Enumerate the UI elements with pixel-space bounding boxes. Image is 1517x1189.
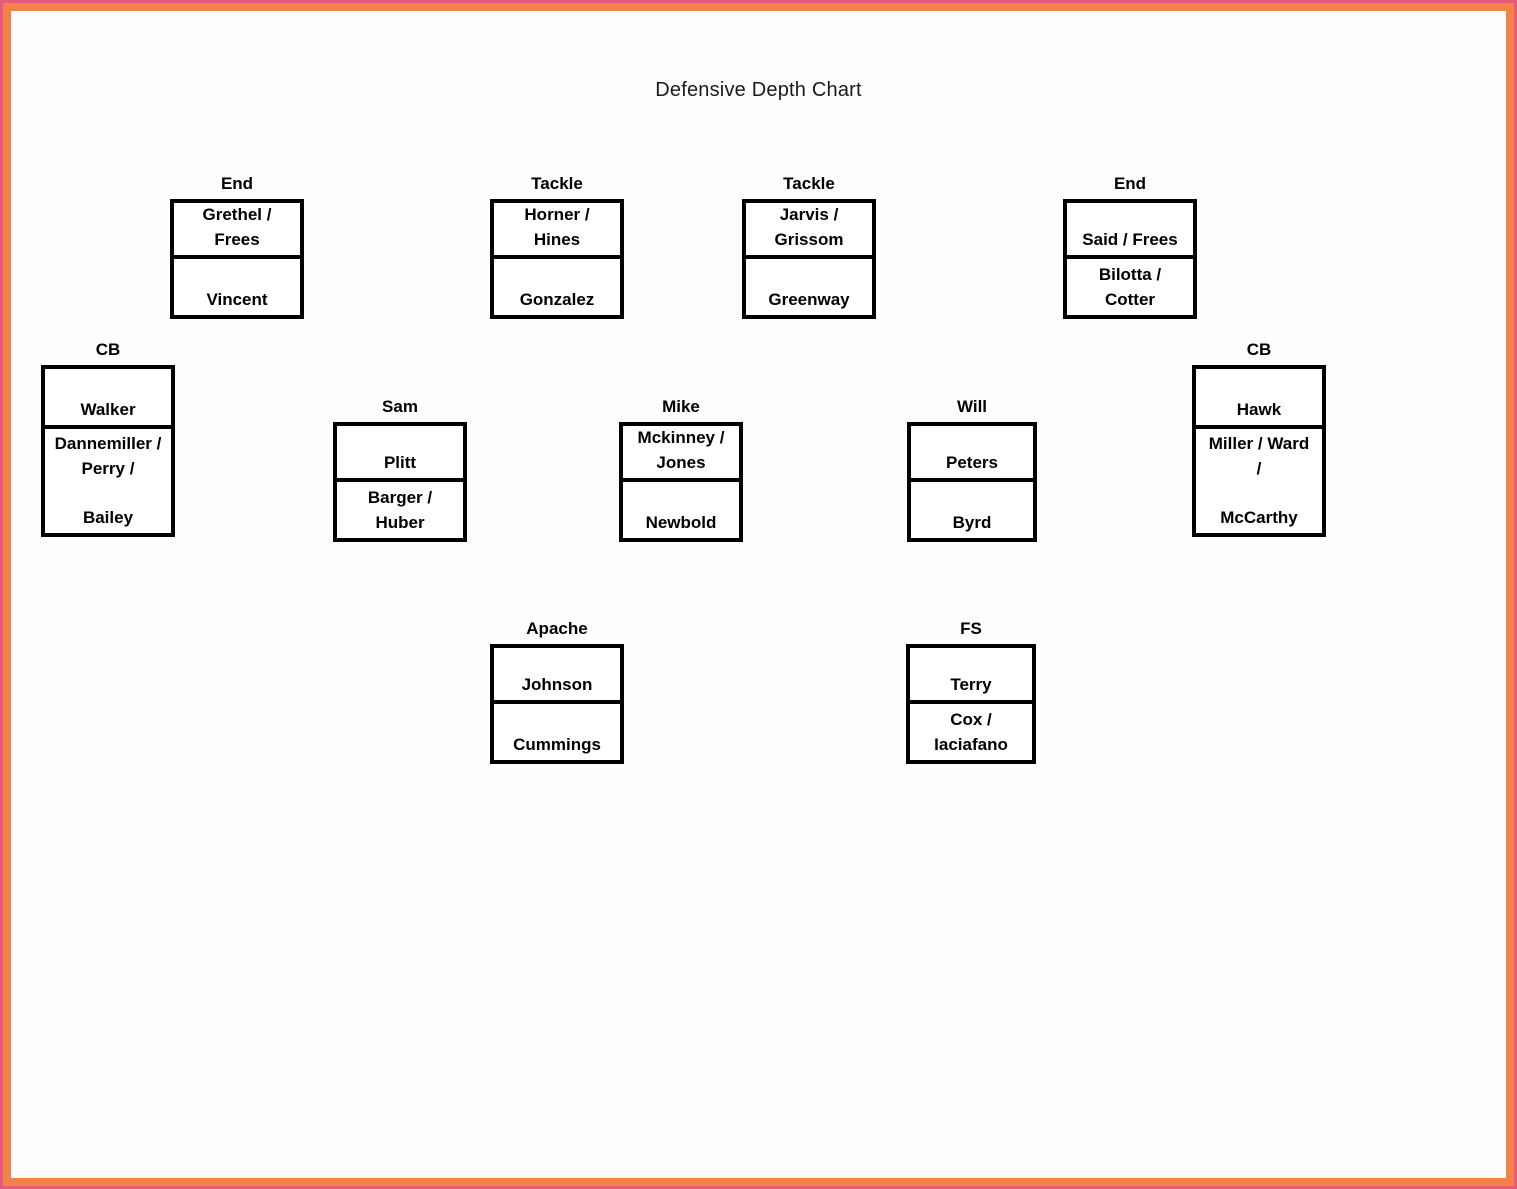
- starter-cell[interactable]: Said / Frees: [1067, 202, 1193, 259]
- starter-cell[interactable]: Horner / Hines: [494, 202, 620, 259]
- backup-cell[interactable]: Cox / Iaciafano: [910, 703, 1032, 760]
- position-group-cb-right: CB Hawk Miller / Ward / McCarthy: [1192, 340, 1326, 537]
- position-label: CB: [95, 340, 121, 359]
- depth-box[interactable]: Peters Byrd: [907, 421, 1037, 542]
- backup-cell[interactable]: Dannemiller / Perry / Bailey: [45, 428, 171, 533]
- backup-cell[interactable]: Barger / Huber: [337, 481, 463, 538]
- page-title: Defensive Depth Chart: [655, 79, 862, 101]
- position-group-sam: Sam Plitt Barger / Huber: [333, 397, 467, 542]
- position-group-end-left: End Grethel / Frees Vincent: [170, 174, 304, 319]
- depth-box[interactable]: Said / Frees Bilotta / Cotter: [1063, 198, 1197, 319]
- position-group-will: Will Peters Byrd: [907, 397, 1037, 542]
- position-group-mike: Mike Mckinney / Jones Newbold: [619, 397, 743, 542]
- position-label: End: [1113, 174, 1147, 193]
- backup-cell[interactable]: Miller / Ward / McCarthy: [1196, 428, 1322, 533]
- position-group-cb-left: CB Walker Dannemiller / Perry / Bailey: [41, 340, 175, 537]
- position-label: Tackle: [531, 174, 583, 193]
- position-label: FS: [960, 619, 982, 638]
- depth-box[interactable]: Hawk Miller / Ward / McCarthy: [1192, 364, 1326, 537]
- position-group-tackle-right: Tackle Jarvis / Grissom Greenway: [742, 174, 876, 319]
- position-label: Will: [956, 397, 988, 416]
- starter-cell[interactable]: Peters: [911, 425, 1033, 482]
- position-label: Sam: [382, 397, 418, 416]
- position-label: End: [220, 174, 254, 193]
- depth-box[interactable]: Johnson Cummings: [490, 643, 624, 764]
- starter-cell[interactable]: Mckinney / Jones: [623, 425, 739, 482]
- starter-cell[interactable]: Plitt: [337, 425, 463, 482]
- position-label: Apache: [526, 619, 588, 638]
- depth-box[interactable]: Terry Cox / Iaciafano: [906, 643, 1036, 764]
- starter-cell[interactable]: Terry: [910, 647, 1032, 704]
- depth-box[interactable]: Mckinney / Jones Newbold: [619, 421, 743, 542]
- backup-cell[interactable]: Cummings: [494, 703, 620, 760]
- position-label: Mike: [662, 397, 700, 416]
- starter-cell[interactable]: Jarvis / Grissom: [746, 202, 872, 259]
- position-group-end-right: End Said / Frees Bilotta / Cotter: [1063, 174, 1197, 319]
- depth-box[interactable]: Horner / Hines Gonzalez: [490, 198, 624, 319]
- chart-canvas: Defensive Depth Chart End Grethel / Free…: [11, 11, 1506, 1178]
- position-label: Tackle: [783, 174, 835, 193]
- depth-box[interactable]: Grethel / Frees Vincent: [170, 198, 304, 319]
- backup-cell[interactable]: Newbold: [623, 481, 739, 538]
- position-group-fs: FS Terry Cox / Iaciafano: [906, 619, 1036, 764]
- depth-box[interactable]: Jarvis / Grissom Greenway: [742, 198, 876, 319]
- backup-cell[interactable]: Greenway: [746, 258, 872, 315]
- backup-cell[interactable]: Vincent: [174, 258, 300, 315]
- starter-cell[interactable]: Hawk: [1196, 368, 1322, 429]
- backup-cell[interactable]: Bilotta / Cotter: [1067, 258, 1193, 315]
- position-label: CB: [1246, 340, 1272, 359]
- backup-cell[interactable]: Gonzalez: [494, 258, 620, 315]
- starter-cell[interactable]: Johnson: [494, 647, 620, 704]
- starter-cell[interactable]: Walker: [45, 368, 171, 429]
- position-group-apache: Apache Johnson Cummings: [490, 619, 624, 764]
- starter-cell[interactable]: Grethel / Frees: [174, 202, 300, 259]
- depth-box[interactable]: Walker Dannemiller / Perry / Bailey: [41, 364, 175, 537]
- backup-cell[interactable]: Byrd: [911, 481, 1033, 538]
- position-group-tackle-left: Tackle Horner / Hines Gonzalez: [490, 174, 624, 319]
- depth-box[interactable]: Plitt Barger / Huber: [333, 421, 467, 542]
